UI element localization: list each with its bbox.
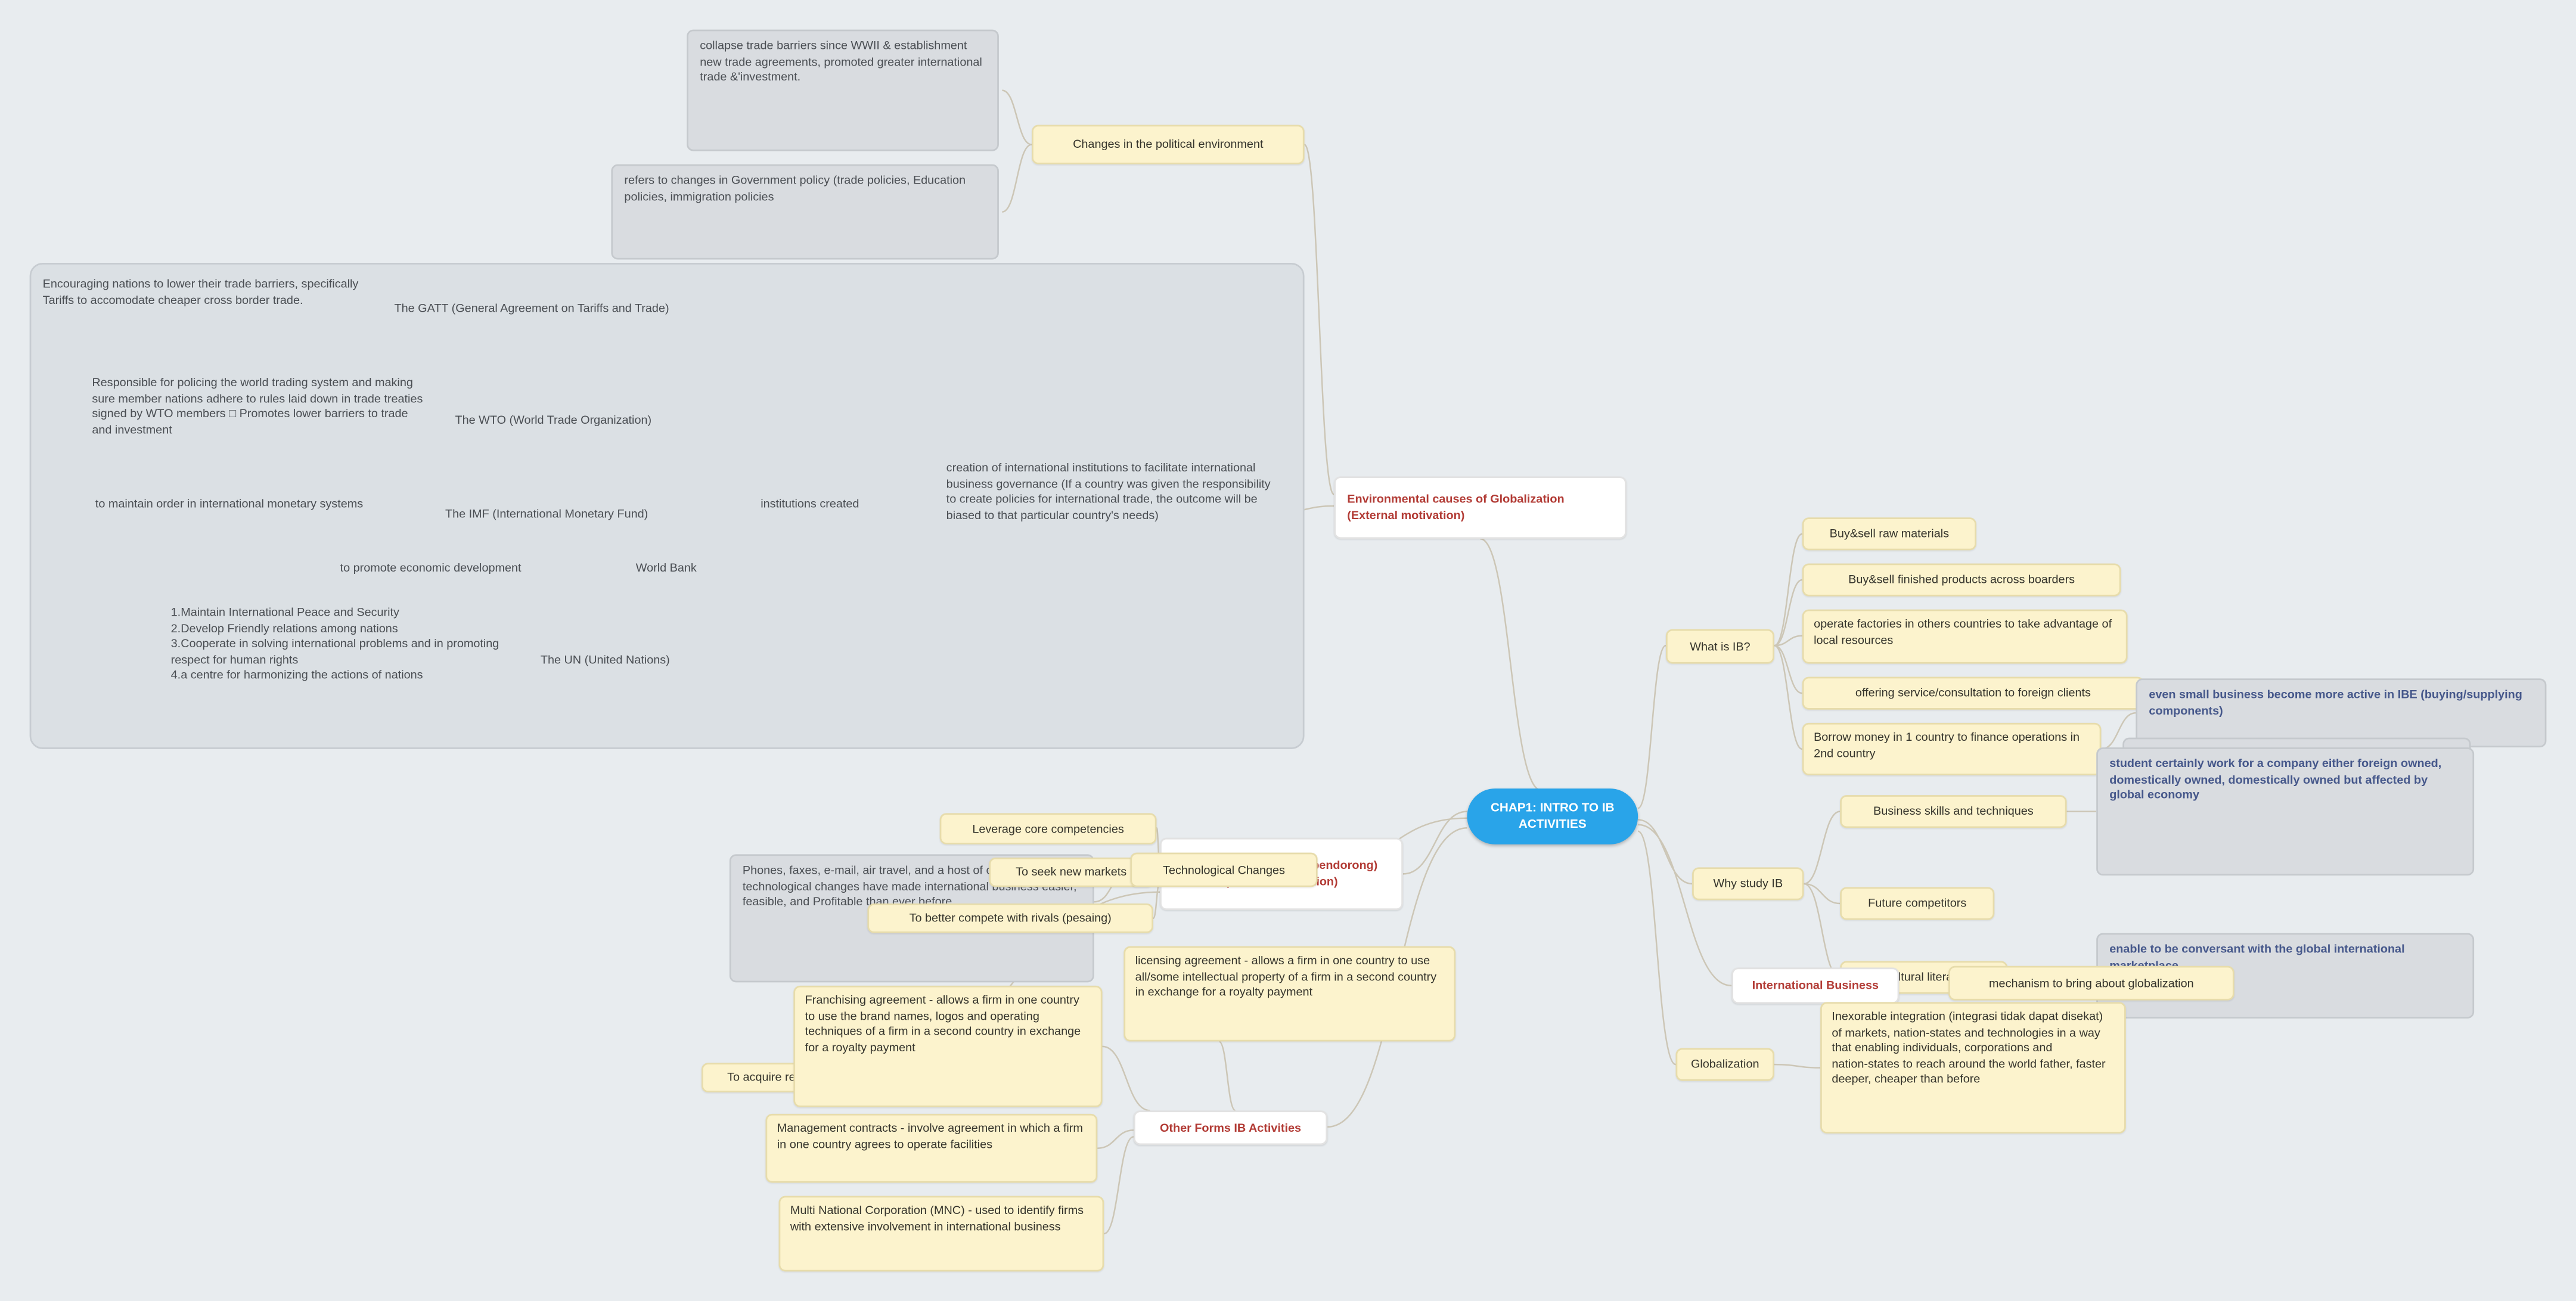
node-globalization[interactable]: Globalization [1675, 1048, 1774, 1081]
connector-line [1303, 144, 1335, 495]
node-seek-new-markets[interactable]: To seek new markets [989, 857, 1153, 887]
note-student-work[interactable]: student certainly work for a company eit… [2096, 747, 2475, 876]
node-why-study-ib[interactable]: Why study IB [1692, 867, 1804, 901]
connector-line [1637, 830, 1677, 1066]
label-un[interactable]: The UN (United Nations) [540, 652, 670, 667]
node-environmental-causes[interactable]: Environmental causes of Globalization (E… [1334, 476, 1627, 539]
note-small-business-ibe[interactable]: even small business become more active i… [2136, 678, 2547, 748]
node-borrow-money[interactable]: Borrow money in 1 country to finance ope… [1802, 722, 2102, 776]
connector-line [1774, 1063, 1821, 1069]
connector-line [1218, 1041, 1236, 1111]
connector-line [1097, 1129, 1134, 1149]
connector-line [1402, 811, 1467, 875]
note-inexorable-integration[interactable]: Inexorable integration (integrasi tidak … [1820, 1002, 2126, 1134]
node-central-topic[interactable]: CHAP1: INTRO TO IB ACTIVITIES [1467, 788, 1638, 844]
node-future-competitors[interactable]: Future competitors [1840, 887, 1995, 920]
node-mechanism-globalization[interactable]: mechanism to bring about globalization [1948, 965, 2234, 1001]
note-government-policy-changes[interactable]: refers to changes in Government policy (… [611, 164, 999, 260]
node-offering-services[interactable]: offering service/consultation to foreign… [1802, 676, 2144, 710]
connector-line [1804, 883, 1841, 905]
node-technological-changes[interactable]: Technological Changes [1130, 852, 1318, 887]
connector-line [1774, 579, 1803, 647]
connector-line [1774, 635, 1802, 647]
connector-line [1638, 824, 1732, 987]
note-licensing-agreement[interactable]: licensing agreement - allows a firm in o… [1123, 946, 1456, 1042]
connector-line [1637, 645, 1666, 809]
institutions-panel [29, 263, 1305, 749]
note-management-contracts[interactable]: Management contracts - involve agreement… [765, 1113, 1098, 1183]
node-leverage-competencies[interactable]: Leverage core competencies [939, 813, 1157, 844]
label-institutions-created[interactable]: institutions created [761, 496, 859, 511]
connector-line [1002, 89, 1032, 145]
node-operate-factories[interactable]: operate factories in others countries to… [1802, 609, 2128, 664]
note-collapse-trade-barriers[interactable]: collapse trade barriers since WWII & est… [687, 29, 999, 151]
text-creation-of-institutions[interactable]: creation of international institutions t… [946, 459, 1271, 522]
node-international-business[interactable]: International Business [1731, 967, 1900, 1004]
node-other-forms-ib[interactable]: Other Forms IB Activities [1133, 1110, 1328, 1145]
label-imf[interactable]: The IMF (International Monetary Fund) [445, 505, 648, 521]
connector-line [1103, 1136, 1134, 1235]
note-mnc[interactable]: Multi National Corporation (MNC) - used … [778, 1196, 1104, 1272]
connector-line [1638, 819, 1693, 885]
note-world-bank-description[interactable]: to promote economic development [340, 560, 522, 575]
node-political-environment[interactable]: Changes in the political environment [1032, 125, 1305, 164]
connector-line [1774, 645, 1803, 750]
note-wto-description[interactable]: Responsible for policing the world tradi… [92, 374, 423, 437]
label-gatt[interactable]: The GATT (General Agreement on Tariffs a… [394, 300, 669, 316]
note-imf-description[interactable]: to maintain order in international monet… [95, 496, 364, 511]
connector-line [1804, 811, 1841, 885]
node-what-is-ib[interactable]: What is IB? [1665, 629, 1774, 664]
node-better-compete[interactable]: To better compete with rivals (pesaing) [867, 903, 1153, 933]
note-franchising-agreement[interactable]: Franchising agreement - allows a firm in… [793, 985, 1103, 1107]
connector-line [1102, 1045, 1150, 1111]
connector-line [1480, 538, 1541, 791]
connector-line [1774, 645, 1803, 694]
node-buy-sell-finished-products[interactable]: Buy&sell finished products across boarde… [1802, 563, 2121, 597]
connector-line [1774, 533, 1803, 647]
node-buy-sell-raw-materials[interactable]: Buy&sell raw materials [1802, 517, 1976, 551]
node-business-skills[interactable]: Business skills and techniques [1840, 795, 2067, 828]
label-world-bank[interactable]: World Bank [635, 560, 697, 575]
connector-line [1002, 144, 1032, 213]
note-gatt-description[interactable]: Encouraging nations to lower their trade… [42, 276, 359, 307]
note-un-description[interactable]: 1.Maintain International Peace and Secur… [170, 604, 499, 682]
label-wto[interactable]: The WTO (World Trade Organization) [455, 412, 652, 427]
